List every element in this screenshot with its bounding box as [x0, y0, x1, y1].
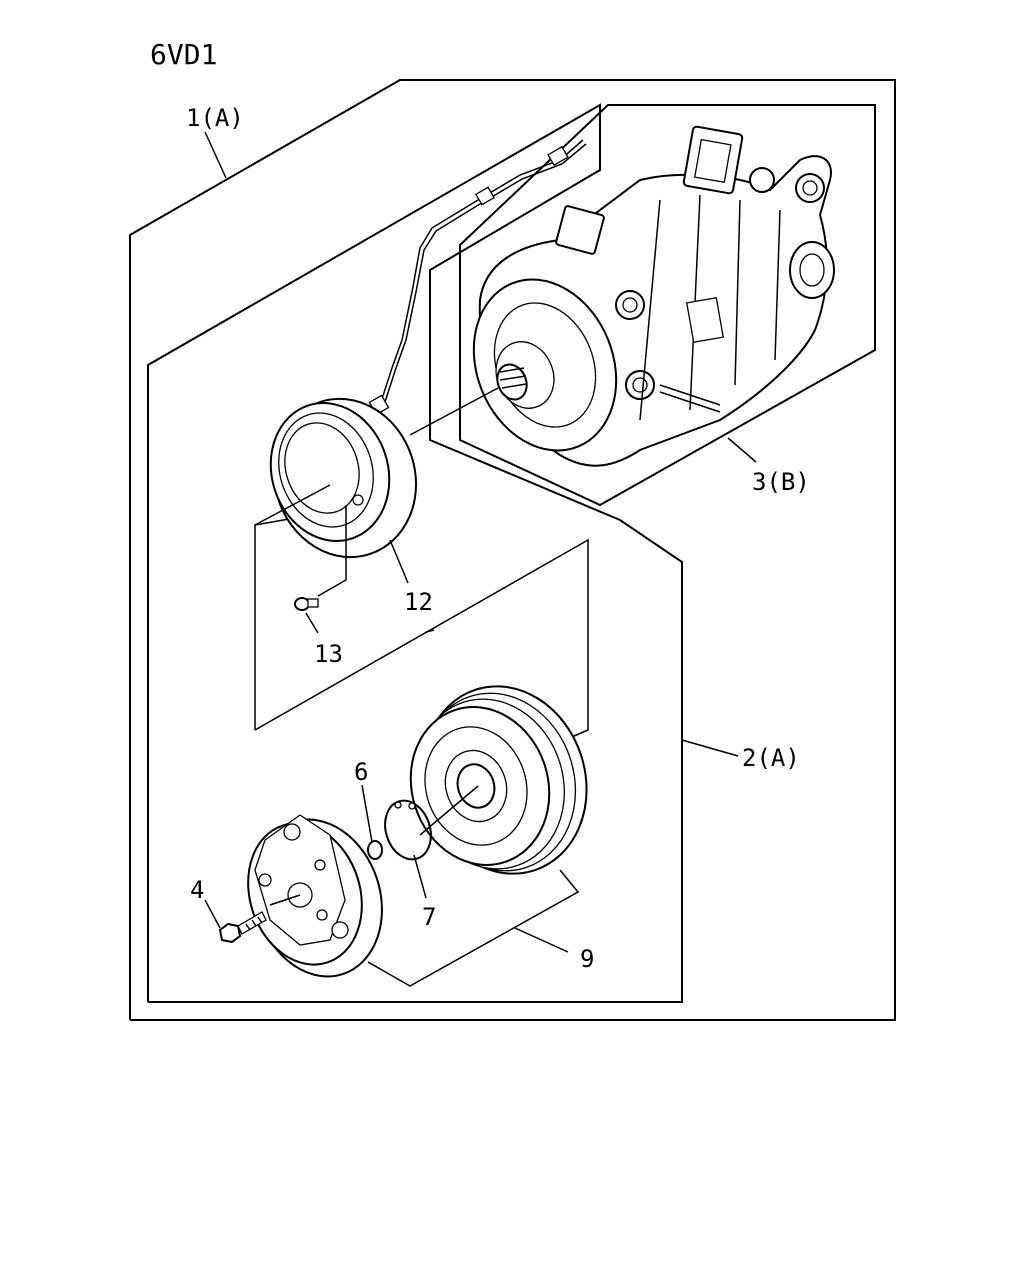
assembly-frame-1 — [129, 79, 896, 1021]
model-title: 6VD1 — [150, 38, 217, 71]
bolt — [218, 911, 267, 944]
callout-7: 7 — [422, 903, 436, 931]
assembly-frame-2 — [147, 103, 683, 1003]
callout-9: 9 — [580, 945, 594, 973]
screw — [294, 597, 319, 611]
callout-6: 6 — [354, 758, 368, 786]
leader-lines — [204, 131, 757, 987]
callout-12: 12 — [404, 588, 433, 616]
callout-1: 1(A) — [186, 104, 244, 132]
callout-labels: 1(A) 3(B) 12 13 2(A) 6 4 7 9 — [186, 104, 810, 973]
field-coil — [269, 397, 418, 559]
compressor-body — [472, 125, 835, 467]
clutch-hub — [247, 814, 383, 978]
callout-3: 3(B) — [752, 468, 810, 496]
compressor-frame — [459, 104, 876, 507]
washer — [367, 840, 383, 860]
snap-ring — [384, 799, 432, 861]
callout-13: 13 — [314, 640, 343, 668]
callout-4: 4 — [190, 876, 204, 904]
pulley — [409, 685, 588, 875]
callout-2: 2(A) — [742, 744, 800, 772]
